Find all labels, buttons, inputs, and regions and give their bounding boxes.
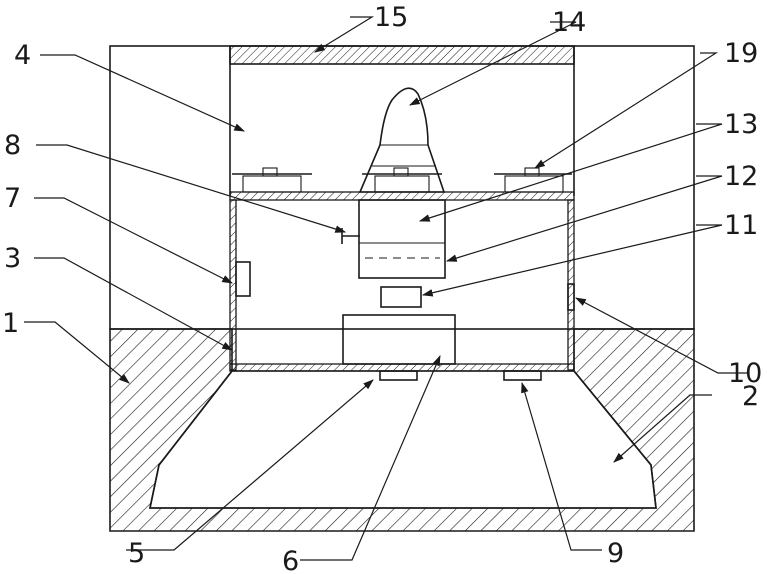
base-inner-cavity xyxy=(150,371,656,508)
label-1: 1 xyxy=(2,308,19,339)
right-fan xyxy=(494,168,572,192)
label-11: 11 xyxy=(724,210,758,241)
foot-9 xyxy=(504,371,541,380)
label-7: 7 xyxy=(4,183,21,214)
liquid-container xyxy=(359,200,445,278)
inner-box-bottom-wall xyxy=(230,364,574,371)
inner-box-right-wall xyxy=(568,200,574,370)
inner-box-left-wall xyxy=(230,200,236,370)
side-component-left xyxy=(236,262,250,296)
foot-5 xyxy=(380,371,417,380)
label-12: 12 xyxy=(724,161,758,192)
label-19: 19 xyxy=(724,38,758,69)
label-9: 9 xyxy=(607,538,624,569)
base-unit-block xyxy=(343,315,455,364)
sensor-block xyxy=(381,287,421,307)
left-fan xyxy=(232,168,312,192)
label-5: 5 xyxy=(128,538,145,569)
label-15: 15 xyxy=(374,2,408,33)
label-2: 2 xyxy=(742,381,759,412)
label-8: 8 xyxy=(4,130,21,161)
label-4: 4 xyxy=(14,40,31,71)
base-block-hatched xyxy=(110,329,694,531)
center-fan xyxy=(362,168,442,192)
label-13: 13 xyxy=(724,109,758,140)
label-3: 3 xyxy=(4,243,21,274)
label-6: 6 xyxy=(282,546,299,574)
shelf-plate xyxy=(230,192,574,200)
label-14: 14 xyxy=(552,7,586,38)
